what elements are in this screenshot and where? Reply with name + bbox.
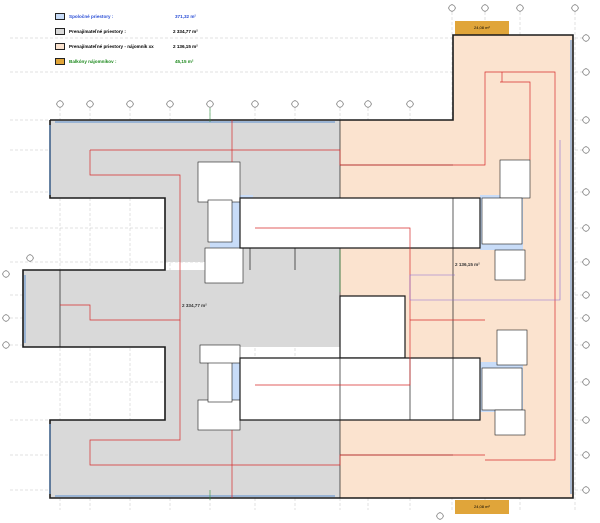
legend-value: 2 334,77 m² <box>173 29 198 34</box>
legend-label: Prenajímateľné priestory : <box>69 29 126 34</box>
balcony-label-bottom: 24,08 m² <box>474 504 490 509</box>
core-blocks <box>197 159 531 436</box>
exterior-walls <box>22 34 574 499</box>
rentable-area-grey <box>23 120 340 498</box>
legend-row-tenant: Prenajímateľné priestory - nájomník xx 2… <box>55 40 205 55</box>
escape-route-red <box>60 71 556 498</box>
legend-swatch-rentable <box>55 28 65 35</box>
legend-label: Prenajímateľné priestory - nájomník xx <box>69 44 154 49</box>
legend-value: 371,32 m² <box>175 14 196 19</box>
courtyard-walls <box>239 197 481 421</box>
legend-row-rentable: Prenajímateľné priestory : 2 334,77 m² <box>55 25 205 40</box>
legend-label: Spoločné priestory : <box>69 14 114 19</box>
balcony-label-top: 24,08 m² <box>474 25 490 30</box>
legend-swatch-common <box>55 13 65 20</box>
balcony-area <box>455 21 509 514</box>
area-label-east: 2 136,15 m² <box>455 262 480 267</box>
legend-swatch-tenant <box>55 43 65 50</box>
legend-row-balcony: Balkóny nájomníkov : 45,15 m² <box>55 55 205 70</box>
legend-swatch-balcony <box>55 58 65 65</box>
legend-value: 45,15 m² <box>175 59 194 64</box>
route-purple <box>409 140 561 301</box>
area-label-west: 2 334,77 m² <box>182 303 207 308</box>
windows <box>24 40 572 497</box>
route-green <box>209 108 341 500</box>
legend-row-common: Spoločné priestory : 371,32 m² <box>55 10 205 25</box>
legend-label: Balkóny nájomníkov : <box>69 59 117 64</box>
legend: Spoločné priestory : 371,32 m² Prenajíma… <box>55 10 205 70</box>
axis-markers <box>2 4 590 520</box>
legend-value: 2 136,15 m² <box>173 44 198 49</box>
